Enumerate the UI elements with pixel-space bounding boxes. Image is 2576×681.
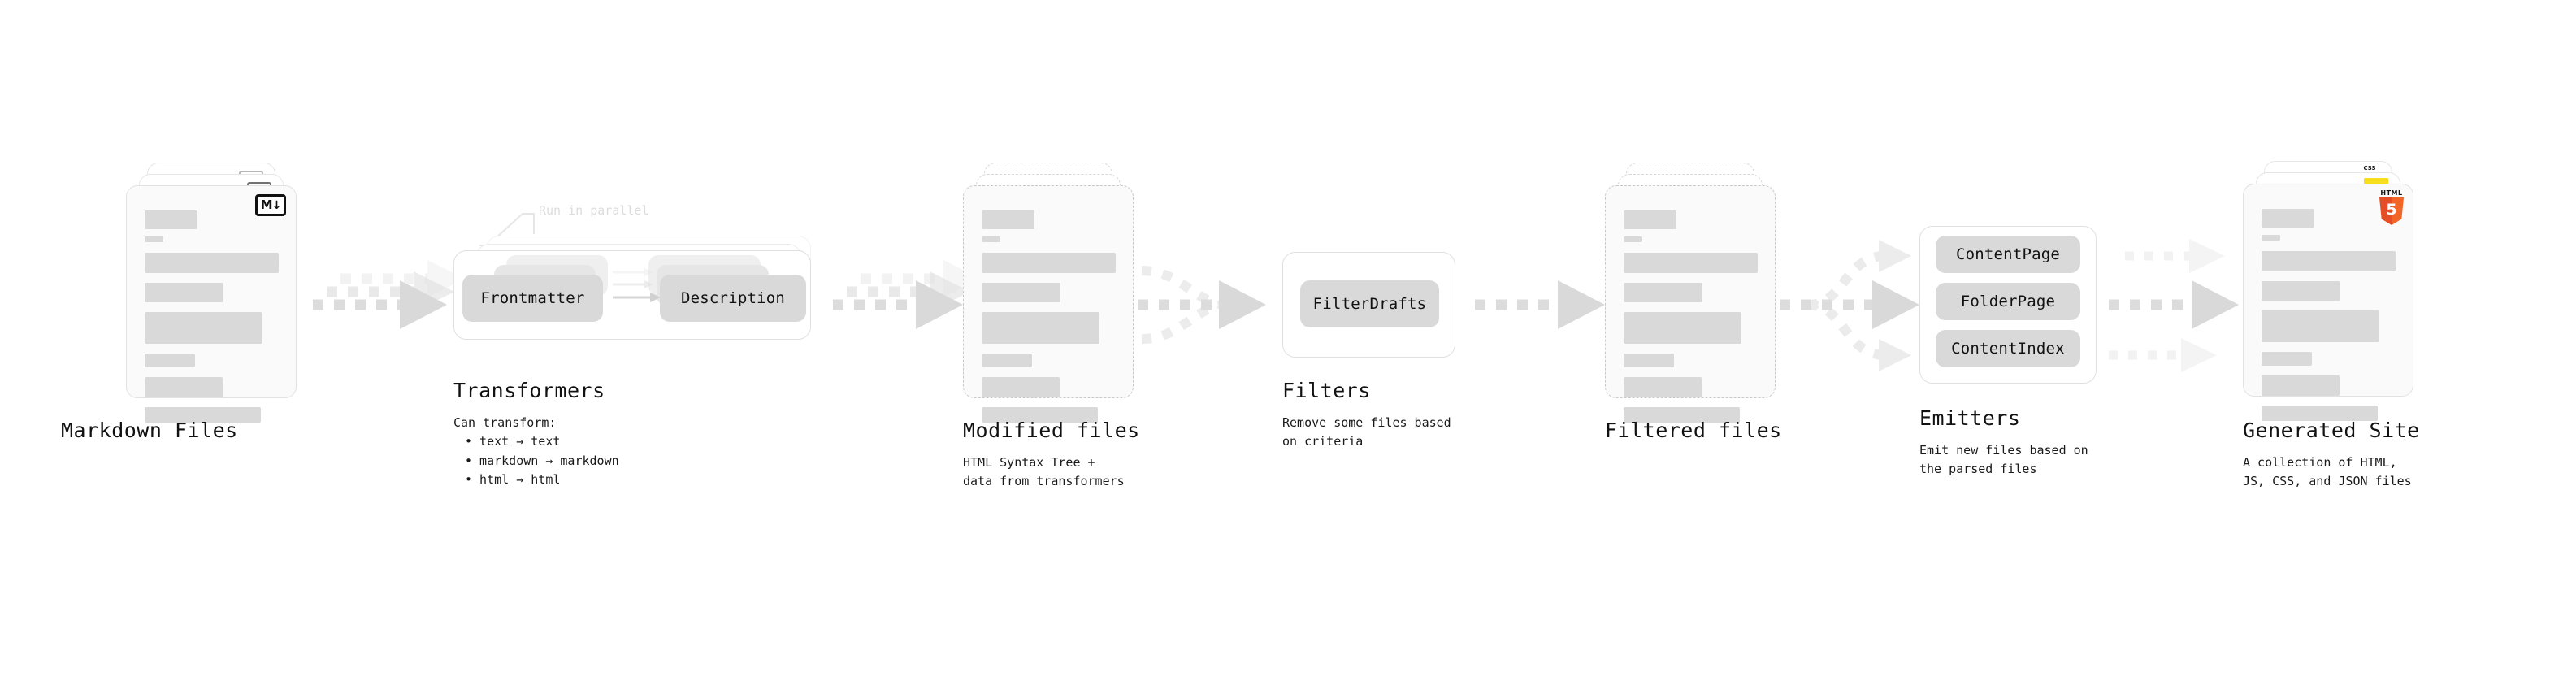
skeleton-bar xyxy=(145,354,195,367)
filtered-skeleton-bars xyxy=(1624,210,1760,430)
arrow-markdown-to-transformers xyxy=(313,260,465,329)
html5-badge: HTML 5 xyxy=(2377,189,2406,225)
skeleton-bar xyxy=(145,210,197,229)
filters-caption: Filters Remove some files based on crite… xyxy=(1282,379,1451,452)
skeleton-bar xyxy=(982,354,1032,367)
skeleton-bar xyxy=(2262,310,2379,342)
skeleton-bar xyxy=(1624,253,1758,273)
filter-chip-filterdrafts[interactable]: FilterDrafts xyxy=(1300,280,1439,327)
markdown-files-stack: M↓ M↓ M↓ xyxy=(126,163,297,423)
subtitle-line: Emit new files based on xyxy=(1919,443,2088,458)
filtered-files-stack xyxy=(1605,163,1776,423)
run-in-parallel-label: Run in parallel xyxy=(539,203,649,218)
subtitle-line: • text → text xyxy=(465,434,561,449)
markdown-skeleton-bars xyxy=(145,210,281,430)
skeleton-bar xyxy=(145,407,261,423)
generated-site-stack: CSS HTML 5 xyxy=(2243,161,2413,421)
markdown-files-caption: Markdown Files xyxy=(61,419,238,443)
stage-title: Transformers xyxy=(453,379,605,402)
site-card-front-html: HTML 5 xyxy=(2243,184,2413,421)
modified-files-caption: Modified files HTML Syntax Tree + data f… xyxy=(963,419,1140,492)
stage-subtitle: Emit new files based on the parsed files xyxy=(1919,441,2088,479)
subtitle-line: on criteria xyxy=(1282,434,1364,449)
skeleton-bar xyxy=(2262,251,2396,271)
html5-badge-label: HTML xyxy=(2380,189,2403,197)
stage-subtitle: Remove some files based on criteria xyxy=(1282,414,1451,452)
skeleton-bar xyxy=(1624,407,1740,423)
modified-skeleton-bars xyxy=(982,210,1118,430)
subtitle-line: A collection of HTML, xyxy=(2243,455,2397,470)
skeleton-bar xyxy=(982,236,1000,242)
skeleton-bar xyxy=(982,377,1060,397)
skeleton-bar xyxy=(145,253,279,273)
skeleton-bar xyxy=(2262,352,2312,366)
arrow-modified-to-filters xyxy=(1138,266,1266,344)
emitter-chip-contentindex[interactable]: ContentIndex xyxy=(1936,330,2080,367)
arrow-emitters-to-site xyxy=(2109,239,2239,372)
stage-subtitle: HTML Syntax Tree + data from transformer… xyxy=(963,453,1140,492)
skeleton-bar xyxy=(982,283,1060,302)
skeleton-bar xyxy=(982,253,1116,273)
subtitle-line: HTML Syntax Tree + xyxy=(963,455,1095,470)
stage-title: Filtered files xyxy=(1605,419,1782,442)
arrow-filtered-to-emitters xyxy=(1780,240,1919,371)
site-skeleton-bars xyxy=(2262,209,2398,428)
skeleton-bar xyxy=(1624,377,1702,397)
stage-title: Filters xyxy=(1282,379,1371,402)
skeleton-bar xyxy=(982,407,1098,423)
skeleton-bar xyxy=(2262,406,2378,421)
emitters-caption: Emitters Emit new files based on the par… xyxy=(1919,406,2088,479)
arrow-filters-to-filtered xyxy=(1475,280,1605,329)
skeleton-bar xyxy=(1624,283,1702,302)
modified-files-stack xyxy=(963,163,1134,423)
skeleton-bar xyxy=(1624,236,1642,242)
skeleton-bar xyxy=(982,210,1034,229)
transformer-chip-frontmatter[interactable]: Frontmatter xyxy=(462,275,603,322)
subtitle-line: Remove some files based xyxy=(1282,415,1451,430)
skeleton-bar xyxy=(2262,235,2280,241)
transformers-caption: Transformers Can transform: • text → tex… xyxy=(453,379,619,489)
subtitle-line: • html → html xyxy=(465,471,561,487)
html5-badge-digit: 5 xyxy=(2386,200,2397,219)
stage-title: Emitters xyxy=(1919,406,2021,430)
stage-subtitle: Can transform: • text → text • markdown … xyxy=(453,414,619,489)
subtitle-line: the parsed files xyxy=(1919,462,2037,477)
skeleton-bar xyxy=(145,377,223,397)
emitter-chip-contentpage[interactable]: ContentPage xyxy=(1936,236,2080,273)
skeleton-bar xyxy=(2262,375,2340,396)
skeleton-bar xyxy=(2262,281,2340,301)
stage-title: Markdown Files xyxy=(61,419,238,442)
stage-title: Generated Site xyxy=(2243,419,2420,442)
modified-card-front xyxy=(963,185,1134,423)
skeleton-bar xyxy=(145,283,223,302)
skeleton-bar xyxy=(1624,210,1676,229)
subtitle-line: data from transformers xyxy=(963,474,1125,489)
subtitle-line: • markdown → markdown xyxy=(465,453,619,468)
subtitle-line: JS, CSS, and JSON files xyxy=(2243,474,2412,489)
stage-subtitle: A collection of HTML, JS, CSS, and JSON … xyxy=(2243,453,2420,492)
transformer-chip-description[interactable]: Description xyxy=(660,275,806,322)
skeleton-bar xyxy=(1624,312,1741,344)
subtitle-line: Can transform: xyxy=(453,415,557,430)
skeleton-bar xyxy=(2262,209,2314,228)
filtered-card-front xyxy=(1605,185,1776,423)
markdown-badge-icon: M↓ xyxy=(255,194,286,216)
filtered-files-caption: Filtered files xyxy=(1605,419,1782,443)
skeleton-bar xyxy=(982,312,1099,344)
stage-title: Modified files xyxy=(963,419,1140,442)
emitter-chip-folderpage[interactable]: FolderPage xyxy=(1936,283,2080,320)
arrow-transformers-to-modified xyxy=(833,260,981,329)
skeleton-bar xyxy=(145,236,163,242)
markdown-card-front: M↓ xyxy=(126,185,297,423)
skeleton-bar xyxy=(1624,354,1674,367)
skeleton-bar xyxy=(145,312,262,344)
generated-site-caption: Generated Site A collection of HTML, JS,… xyxy=(2243,419,2420,492)
